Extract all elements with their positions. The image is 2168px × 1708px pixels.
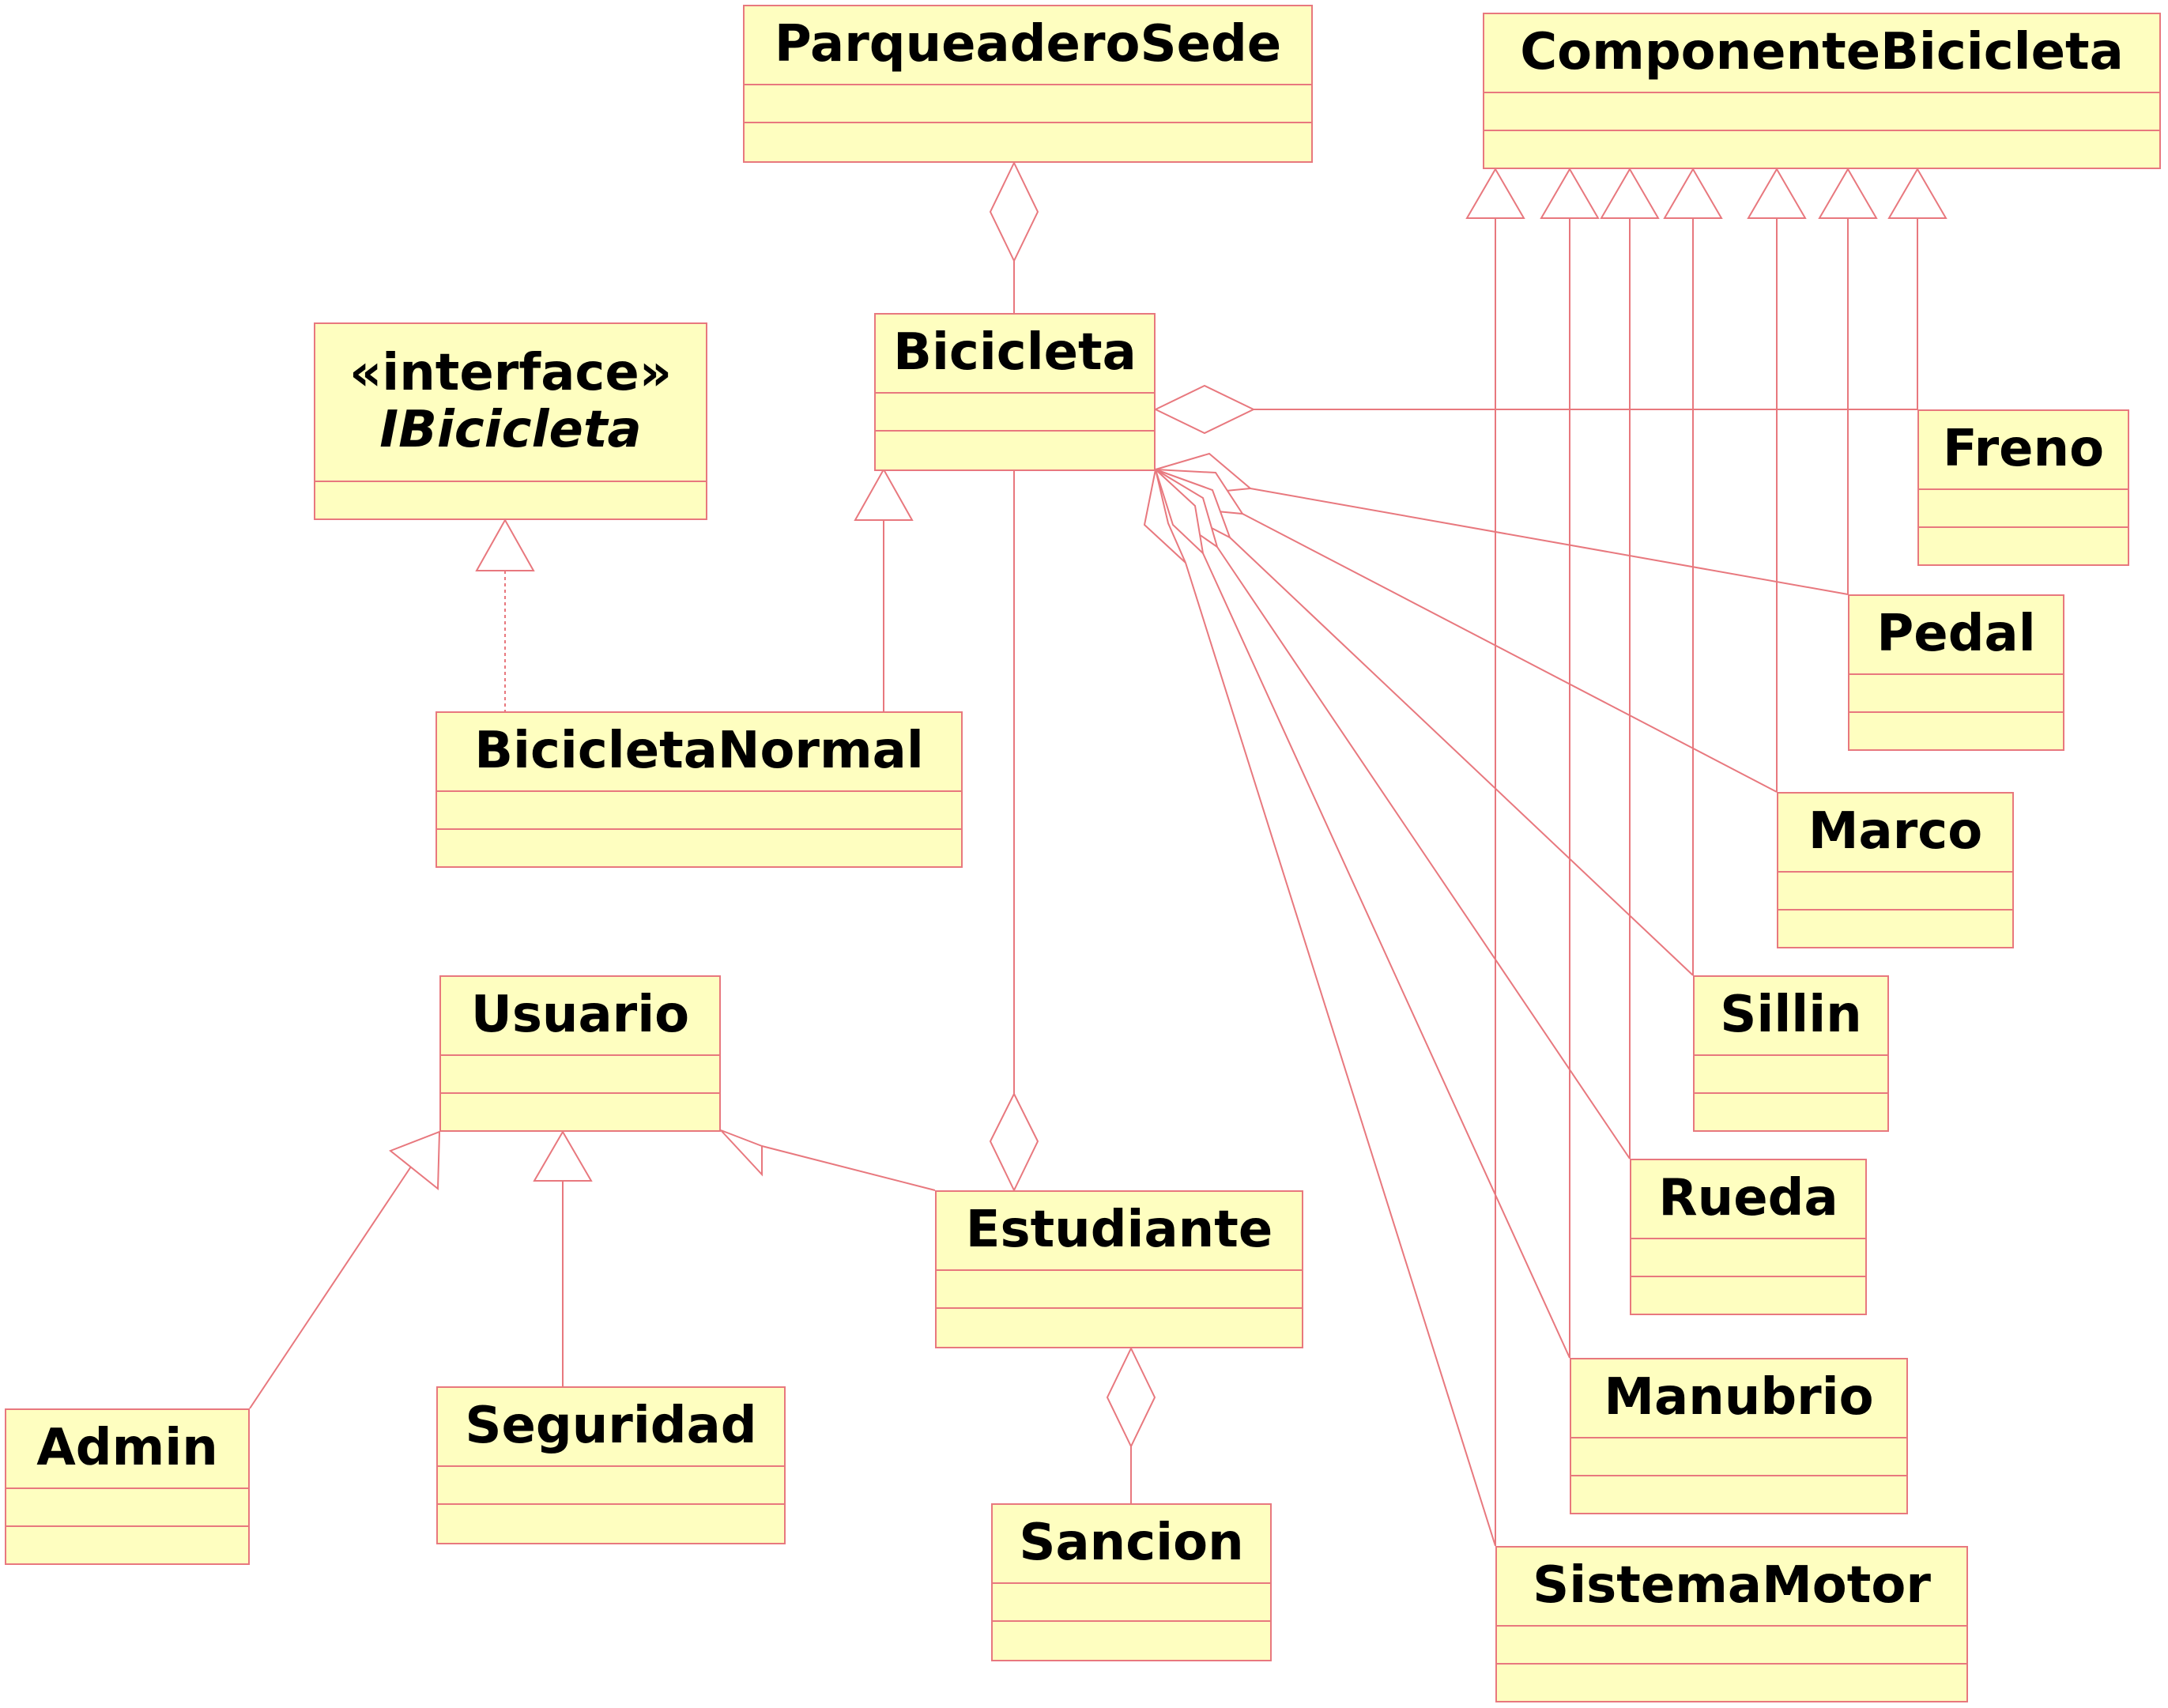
class-ibicicleta[interactable]: «interface» IBicicleta: [314, 322, 707, 520]
aggregation-bicicleta-pedal: [1153, 452, 1849, 595]
generalization-estudiante-usuario: [720, 1129, 936, 1191]
class-name: Admin: [36, 1419, 218, 1478]
attributes-compartment: [1484, 93, 2159, 131]
class-header: Rueda: [1631, 1160, 1865, 1239]
class-marco[interactable]: Marco: [1777, 792, 2014, 948]
class-estudiante[interactable]: Estudiante: [935, 1190, 1303, 1348]
class-name: Pedal: [1876, 605, 2036, 664]
class-header: Estudiante: [937, 1192, 1302, 1271]
class-name: ComponenteBicicleta: [1520, 23, 2124, 82]
class-rueda[interactable]: Rueda: [1630, 1159, 1867, 1315]
class-header: Sancion: [993, 1505, 1270, 1584]
attributes-compartment: [1849, 675, 2063, 713]
class-usuario[interactable]: Usuario: [439, 975, 721, 1132]
generalization-marco-componente: [1747, 168, 1807, 792]
attributes-compartment: [937, 1271, 1302, 1309]
generalization-freno-componente: [1887, 168, 1947, 409]
class-stereotype: «interface»: [349, 344, 673, 403]
attributes-compartment: [6, 1489, 248, 1527]
generalization-manubrio-componente: [1540, 168, 1600, 1358]
class-name: BicicletaNormal: [474, 722, 924, 781]
generalization-seguridad-usuario: [533, 1130, 593, 1386]
class-name: Rueda: [1658, 1169, 1838, 1228]
attributes-compartment: [1571, 1438, 1906, 1476]
class-seguridad[interactable]: Seguridad: [436, 1386, 786, 1544]
aggregation-bicicleta-rueda: [1153, 467, 1631, 1159]
attributes-compartment: [876, 394, 1154, 432]
class-sillin[interactable]: Sillin: [1693, 975, 1889, 1132]
class-componentebicicleta[interactable]: ComponenteBicicleta: [1483, 13, 2161, 169]
class-bicicletanormal[interactable]: BicicletaNormal: [435, 711, 963, 868]
aggregation-bicicleta-freno: [1153, 384, 1917, 435]
class-header: Marco: [1778, 794, 2012, 873]
class-header: ParqueaderoSede: [745, 6, 1311, 85]
attributes-compartment: [1631, 1239, 1865, 1277]
class-header: Admin: [6, 1410, 248, 1489]
attributes-compartment: [993, 1584, 1270, 1622]
attributes-compartment: [1695, 1056, 1887, 1094]
generalization-sillin-componente: [1663, 168, 1723, 975]
generalization-bicicletanormal-bicicleta: [854, 467, 914, 711]
generalization-sistemamotor-componente: [1465, 168, 1525, 1546]
attributes-compartment: [441, 1056, 719, 1094]
generalization-admin-usuario: [249, 1130, 441, 1409]
generalization-rueda-componente: [1600, 168, 1660, 1159]
attributes-compartment: [438, 1467, 784, 1505]
class-header: Sillin: [1695, 977, 1887, 1056]
attributes-compartment: [437, 792, 961, 830]
class-header: Manubrio: [1571, 1359, 1906, 1438]
class-name: Manubrio: [1604, 1368, 1874, 1427]
aggregation-estudiante-sancion: [1106, 1346, 1156, 1503]
class-name: Sancion: [1019, 1514, 1244, 1573]
aggregation-parqueaderosede-bicicleta: [989, 160, 1039, 313]
class-header: Pedal: [1849, 596, 2063, 675]
aggregation-bicicleta-manubrio: [1153, 466, 1570, 1359]
class-header: Freno: [1919, 411, 2128, 490]
class-header: Seguridad: [438, 1388, 784, 1467]
class-sancion[interactable]: Sancion: [991, 1503, 1272, 1661]
class-parqueaderosede[interactable]: ParqueaderoSede: [743, 5, 1313, 163]
class-name: SistemaMotor: [1533, 1556, 1931, 1616]
class-sistemamotor[interactable]: SistemaMotor: [1495, 1546, 1968, 1702]
attributes-compartment: [745, 85, 1311, 123]
class-name: Estudiante: [965, 1201, 1273, 1260]
class-name: Usuario: [470, 986, 690, 1045]
class-name: Bicicleta: [893, 323, 1137, 383]
class-freno[interactable]: Freno: [1917, 409, 2129, 566]
class-bicicleta[interactable]: Bicicleta: [874, 313, 1156, 471]
class-name: Marco: [1808, 802, 1983, 862]
class-name: Seguridad: [465, 1397, 757, 1456]
aggregation-bicicleta-marco: [1153, 468, 1778, 793]
aggregation-bicicleta-sistemamotor: [1143, 469, 1496, 1547]
class-admin[interactable]: Admin: [5, 1408, 250, 1565]
aggregation-estudiante-bicicleta: [989, 471, 1039, 1193]
class-header: SistemaMotor: [1497, 1548, 1966, 1627]
class-header: BicicletaNormal: [437, 713, 961, 792]
class-name: Sillin: [1720, 986, 1862, 1045]
attributes-compartment: [1778, 873, 2012, 911]
generalization-pedal-componente: [1818, 168, 1878, 594]
class-manubrio[interactable]: Manubrio: [1570, 1358, 1908, 1514]
class-name: Freno: [1942, 420, 2105, 479]
attributes-compartment: [1497, 1627, 1966, 1665]
class-header: Usuario: [441, 977, 719, 1056]
attributes-compartment: [1919, 490, 2128, 528]
class-header: «interface» IBicicleta: [315, 324, 706, 482]
realization-bicicletanormal-ibicicleta: [475, 518, 535, 711]
class-name: ParqueaderoSede: [774, 15, 1282, 74]
class-header: Bicicleta: [876, 315, 1154, 394]
class-name: IBicicleta: [379, 401, 642, 459]
class-header: ComponenteBicicleta: [1484, 14, 2159, 93]
class-pedal[interactable]: Pedal: [1848, 594, 2064, 751]
